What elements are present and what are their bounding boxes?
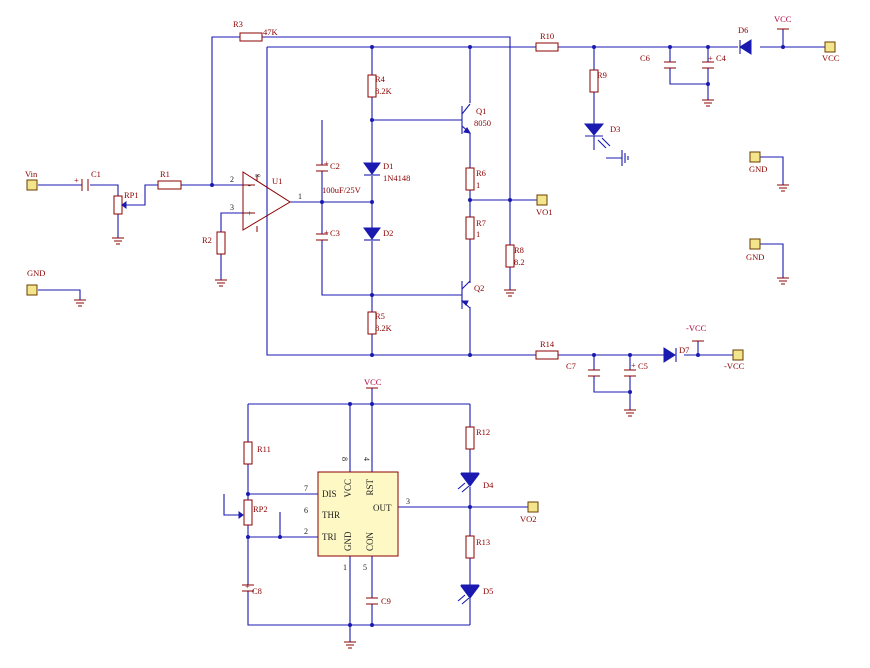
label-r4: R4 bbox=[375, 74, 386, 84]
label-r14: R14 bbox=[540, 339, 555, 349]
junctions bbox=[210, 45, 785, 627]
label-c7: C7 bbox=[566, 361, 576, 371]
pin-555-4: 4 bbox=[362, 457, 371, 461]
label-d1: D1 bbox=[383, 161, 393, 171]
label-r2: R2 bbox=[202, 235, 212, 245]
ic-pin-vcc: VCC bbox=[343, 479, 353, 498]
label-r8: R8 bbox=[514, 245, 524, 255]
label-d5: D5 bbox=[483, 586, 493, 596]
label-c8: C8 bbox=[252, 586, 262, 596]
label-d4: D4 bbox=[483, 480, 494, 490]
label-d2: D2 bbox=[383, 228, 393, 238]
ic-pin-con: CON bbox=[365, 531, 375, 551]
label-q2: Q2 bbox=[474, 283, 484, 293]
pin-u1-3: 3 bbox=[230, 203, 234, 212]
label-c9: C9 bbox=[381, 596, 391, 606]
ic-pin-tri: TRI bbox=[322, 532, 337, 542]
polarity-mark-c5: + bbox=[631, 360, 636, 370]
pin-555-3: 3 bbox=[406, 497, 410, 506]
label-d7: D7 bbox=[679, 345, 689, 355]
label-r9: R9 bbox=[597, 70, 607, 80]
power-flag-vcc-555: VCC bbox=[364, 377, 382, 387]
polarity-mark-c2: + bbox=[324, 158, 329, 168]
opamp-inf-sign: ∞ bbox=[255, 171, 261, 180]
pin-555-7: 7 bbox=[304, 484, 308, 493]
value-r4: 8.2K bbox=[375, 86, 393, 96]
label-r6: R6 bbox=[476, 168, 486, 178]
value-r8: 8.2 bbox=[514, 257, 525, 267]
label-q1: Q1 bbox=[476, 106, 486, 116]
ic-pin-out: OUT bbox=[373, 503, 392, 513]
label-c1: C1 bbox=[91, 169, 101, 179]
component-bodies bbox=[26, 28, 836, 649]
pin-555-6: 6 bbox=[304, 506, 308, 515]
net-label-gnd-right-2: GND bbox=[746, 252, 764, 262]
pin-555-5: 5 bbox=[363, 563, 367, 572]
value-r5: 8.2K bbox=[375, 323, 393, 333]
ic-pin-thr: THR bbox=[322, 510, 340, 520]
label-r13: R13 bbox=[476, 537, 490, 547]
net-label-gnd-left: GND bbox=[27, 268, 45, 278]
pin-555-2: 2 bbox=[304, 527, 308, 536]
net-label-neg-vcc: -VCC bbox=[724, 361, 745, 371]
label-d6: D6 bbox=[738, 25, 748, 35]
ic-pin-gnd: GND bbox=[343, 531, 353, 551]
net-label-gnd-right-1: GND bbox=[749, 164, 767, 174]
polarity-mark-c3: + bbox=[324, 227, 329, 237]
polarity-mark-c4: + bbox=[708, 53, 713, 63]
component-labels: Vin C1 RP1 R1 R3 47K R2 GND U1 2 3 1 - +… bbox=[25, 14, 840, 606]
label-u1: U1 bbox=[272, 176, 282, 186]
polarity-mark-c8: + bbox=[245, 581, 250, 591]
label-r11: R11 bbox=[257, 444, 271, 454]
opamp-minus-sign: - bbox=[248, 181, 251, 190]
value-q1: 8050 bbox=[474, 118, 491, 128]
wires bbox=[38, 29, 825, 642]
label-rp1: RP1 bbox=[124, 190, 139, 200]
value-d1: 1N4148 bbox=[383, 173, 410, 183]
power-flag-vcc: VCC bbox=[774, 14, 792, 24]
ic-pin-rst: RST bbox=[365, 479, 375, 496]
label-rp2: RP2 bbox=[253, 504, 268, 514]
ic-pin-dis: DIS bbox=[322, 489, 337, 499]
value-c2: 100uF/25V bbox=[322, 185, 362, 195]
label-c4: C4 bbox=[716, 53, 727, 63]
net-label-vo2: VO2 bbox=[520, 514, 537, 524]
label-c5: C5 bbox=[638, 361, 648, 371]
label-r1: R1 bbox=[160, 169, 170, 179]
label-c2: C2 bbox=[330, 161, 340, 171]
net-label-vin: Vin bbox=[25, 169, 38, 179]
label-c3: C3 bbox=[330, 228, 340, 238]
label-r5: R5 bbox=[375, 311, 385, 321]
pin-555-1: 1 bbox=[343, 563, 347, 572]
label-d3: D3 bbox=[610, 124, 620, 134]
value-r7: 1 bbox=[476, 229, 480, 239]
label-r10: R10 bbox=[540, 31, 554, 41]
value-r3: 47K bbox=[263, 27, 279, 37]
label-r3: R3 bbox=[233, 19, 243, 29]
net-label-vo1: VO1 bbox=[536, 207, 553, 217]
pin-u1-1: 1 bbox=[298, 192, 302, 201]
power-flag-neg-vcc: -VCC bbox=[686, 323, 707, 333]
opamp-plus-sign: + bbox=[247, 209, 252, 218]
label-r12: R12 bbox=[476, 427, 490, 437]
label-r7: R7 bbox=[476, 218, 486, 228]
label-c6: C6 bbox=[640, 53, 650, 63]
polarity-mark-c1: + bbox=[74, 175, 79, 185]
pin-555-8: 8 bbox=[340, 457, 349, 461]
pin-u1-2: 2 bbox=[230, 175, 234, 184]
value-r6: 1 bbox=[476, 180, 480, 190]
net-label-vcc: VCC bbox=[822, 53, 840, 63]
